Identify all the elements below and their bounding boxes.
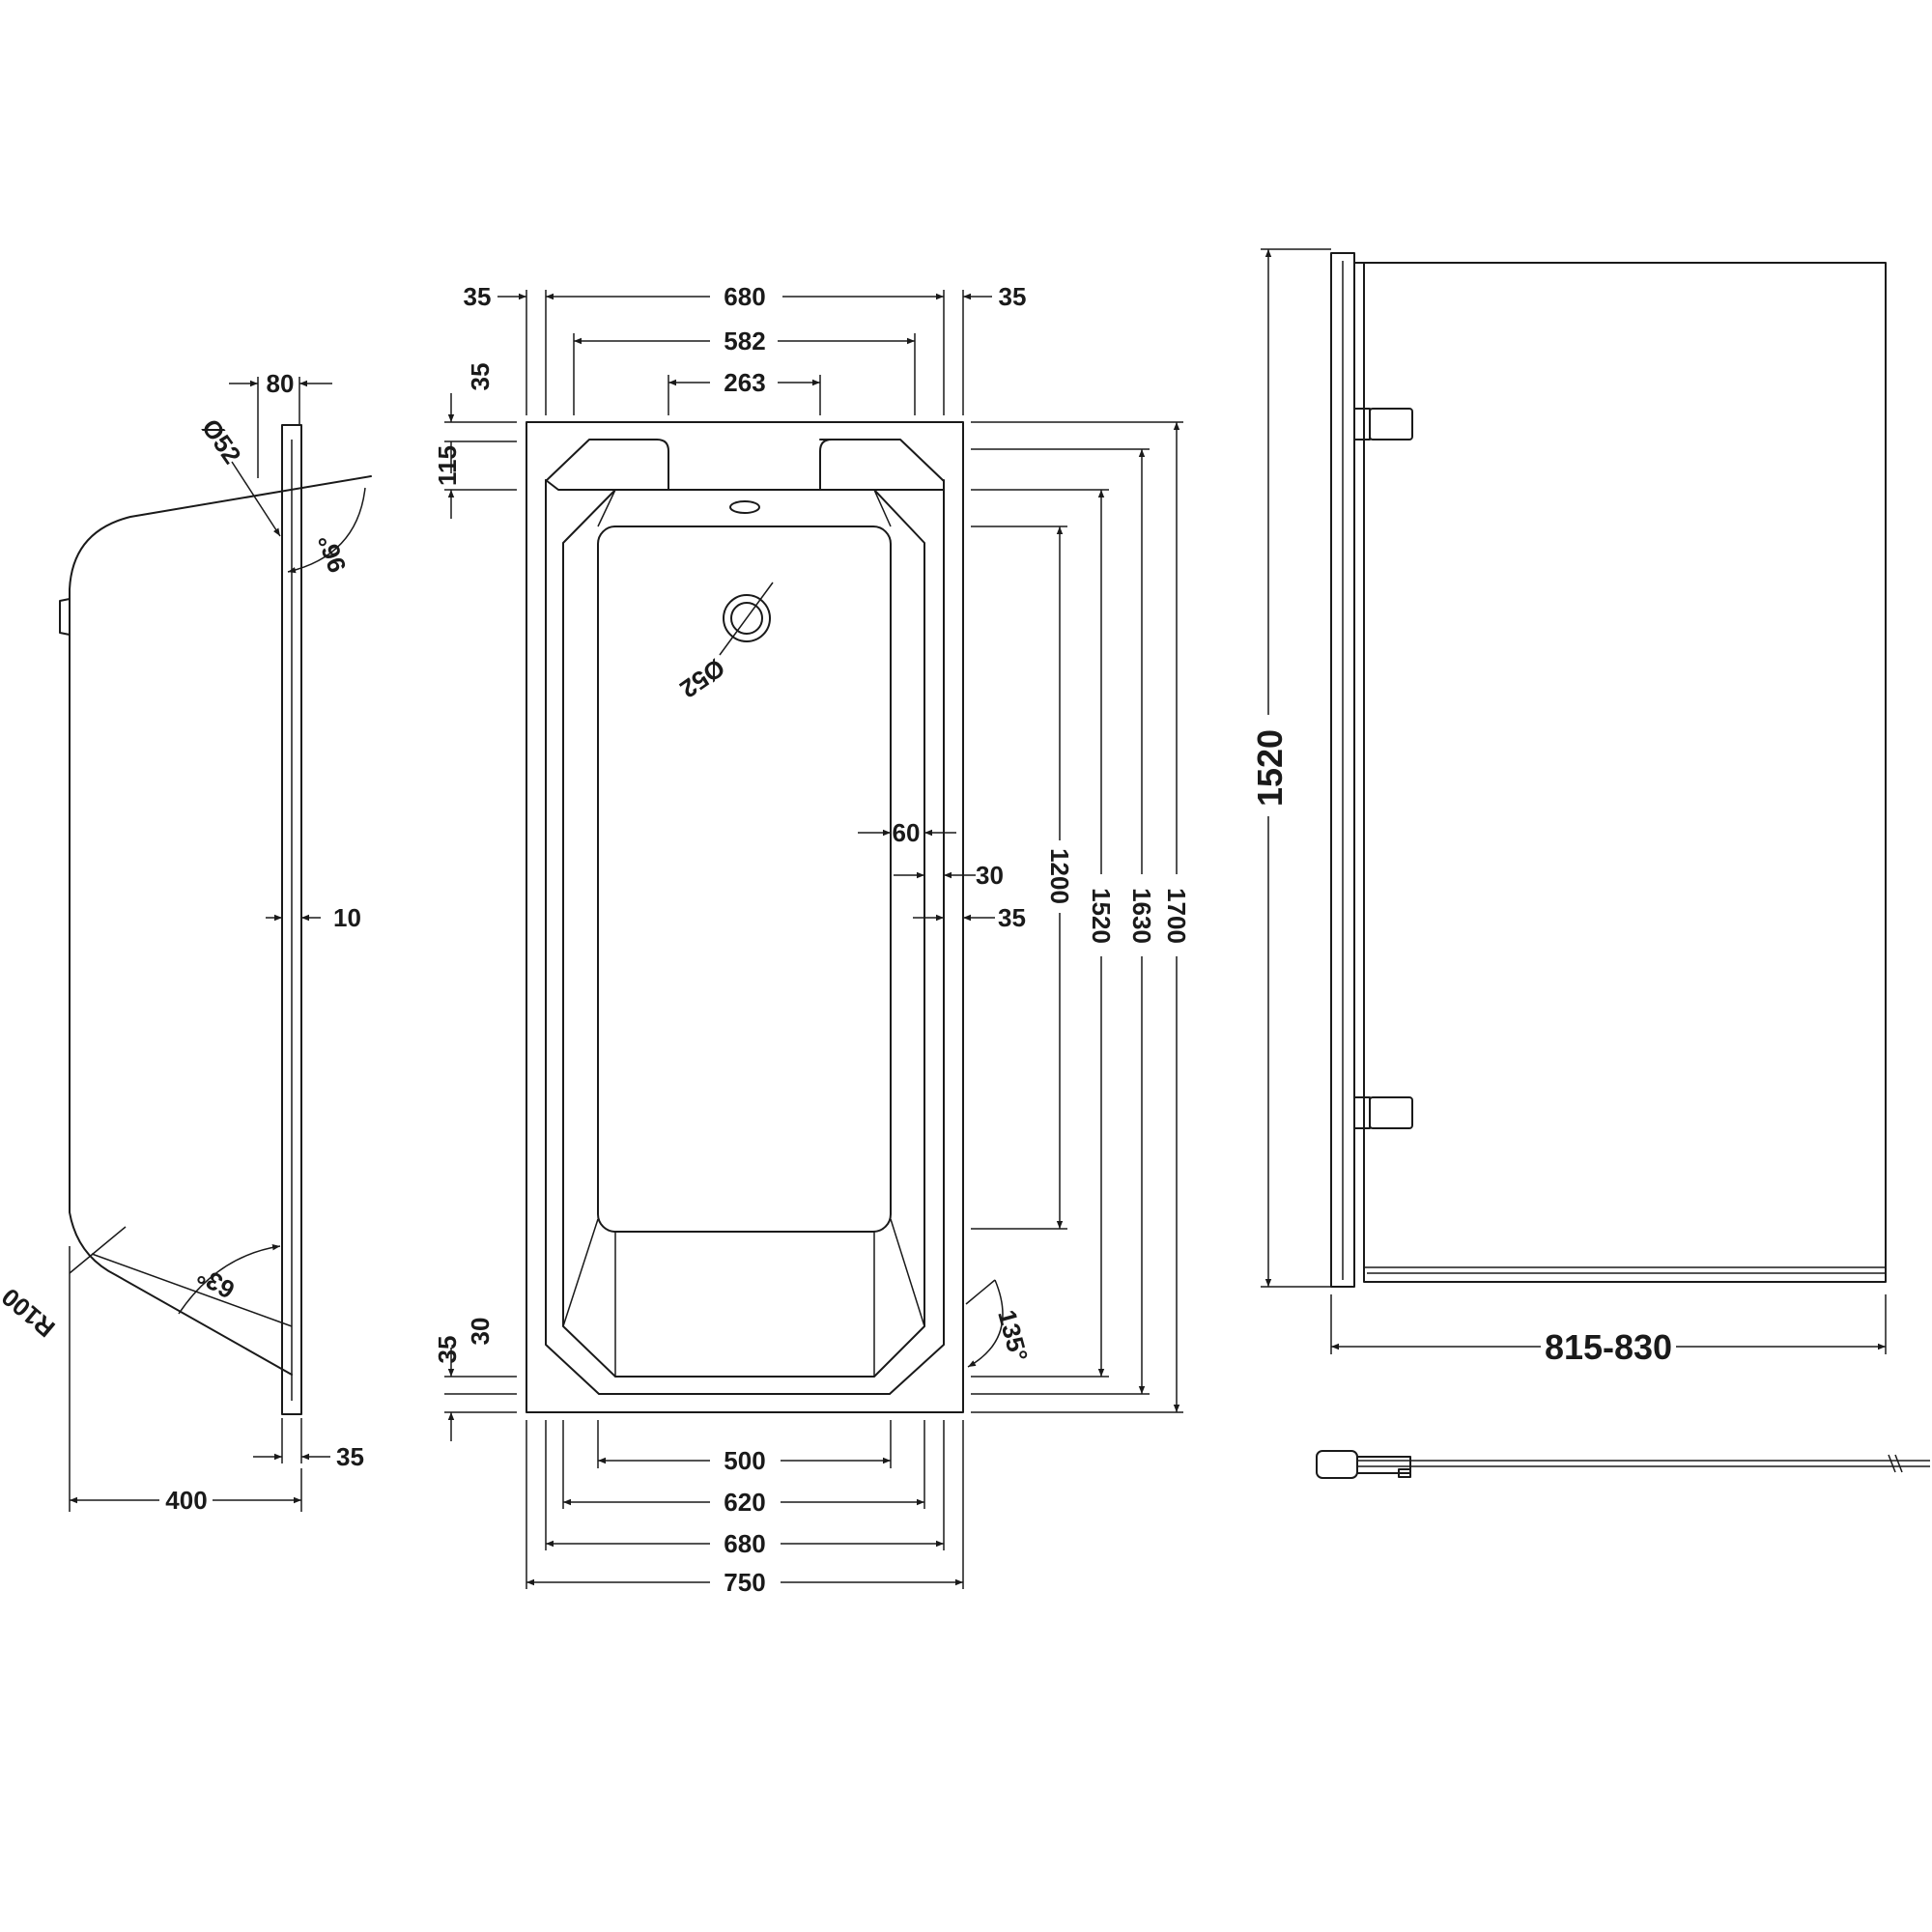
- dim-label-10: 10: [333, 903, 361, 932]
- dim-label-1520-top-view: 1520: [1087, 888, 1116, 944]
- top-view-corner-left: [545, 439, 669, 491]
- screen-view: 1520 815-830: [1250, 248, 1930, 1479]
- side-view-base-line: [91, 1253, 293, 1327]
- angle-leader-135: [965, 1279, 996, 1305]
- overflow-hole: [729, 500, 760, 514]
- dim-label-r100: R100: [0, 1282, 61, 1343]
- dim-label-500: 500: [724, 1446, 765, 1475]
- screen-hinge-top: [1353, 408, 1413, 440]
- leader-o52-top: [719, 582, 774, 656]
- angle-label-135: 135°: [992, 1307, 1034, 1365]
- dim-label-35-side: 35: [336, 1442, 364, 1471]
- waste-outlet-inner: [730, 602, 763, 635]
- dim-label-o52-top: Ø52: [674, 653, 729, 704]
- plan-hinge-pin: [1398, 1468, 1411, 1478]
- side-view-bath-outline: [69, 475, 372, 1376]
- hinge-body: [1369, 1096, 1413, 1129]
- dim-label-1630: 1630: [1127, 888, 1156, 944]
- side-view: 80 Ø52 96° 10 63° R100 35 400: [0, 369, 372, 1515]
- dim-label-680-top: 680: [724, 282, 765, 311]
- waste-outlet-outer: [723, 594, 771, 642]
- plan-wall-bracket: [1316, 1450, 1358, 1479]
- screen-plan-view: [1316, 1450, 1930, 1479]
- top-view-bath-floor: [597, 526, 892, 1233]
- dim-label-400: 400: [165, 1486, 207, 1515]
- hinge-plate: [1353, 1096, 1371, 1129]
- leader-o52: [231, 461, 281, 537]
- dim-label-30-bottom: 30: [466, 1318, 495, 1346]
- dim-label-1700: 1700: [1162, 888, 1191, 944]
- dim-label-750: 750: [724, 1568, 765, 1597]
- dim-label-582: 582: [724, 327, 765, 355]
- facet-line: [890, 1218, 925, 1327]
- dim-label-35-side: 35: [998, 903, 1026, 932]
- top-view-corner-right: [819, 439, 945, 491]
- dim-label-1200: 1200: [1045, 848, 1074, 904]
- top-view-rim-inner: [545, 479, 945, 1395]
- plan-break-mark: [1888, 1454, 1896, 1473]
- dim-label-35-left-vert: 35: [466, 363, 495, 391]
- top-view-outer-rim: [526, 421, 964, 1413]
- dim-label-60: 60: [893, 818, 921, 847]
- angle-arc-63: [178, 1244, 281, 1315]
- facet-line: [597, 489, 616, 527]
- angle-label-63: 63°: [192, 1261, 240, 1305]
- dim-label-680-bottom: 680: [724, 1529, 765, 1558]
- dim-label-815-830: 815-830: [1545, 1327, 1672, 1367]
- side-view-overflow-knob: [59, 598, 71, 636]
- leader-r100: [69, 1226, 127, 1274]
- facet-line: [873, 489, 892, 527]
- screen-wall-profile: [1330, 252, 1355, 1288]
- angle-arc-96: [287, 487, 366, 574]
- dim-label-80: 80: [267, 369, 295, 398]
- angle-arc-135: [967, 1279, 1004, 1368]
- plan-break-mark: [1894, 1454, 1903, 1473]
- dim-label-1520-screen: 1520: [1250, 729, 1290, 807]
- dim-label-263: 263: [724, 368, 765, 397]
- hinge-plate: [1353, 408, 1371, 440]
- dim-label-o52-side: Ø52: [196, 413, 247, 469]
- facet-line: [562, 1218, 599, 1327]
- plan-hinge: [1356, 1456, 1411, 1474]
- screen-glass-panel: [1353, 262, 1887, 1283]
- screen-hinge-bottom: [1353, 1096, 1413, 1129]
- dim-label-30-side: 30: [976, 861, 1004, 890]
- dim-label-620: 620: [724, 1488, 765, 1517]
- dim-label-35-bottom: 35: [433, 1336, 462, 1364]
- top-view: Ø52 35 680 35 582 263 35 115: [433, 282, 1191, 1597]
- dim-label-35-top-right: 35: [999, 282, 1027, 311]
- hinge-body: [1369, 408, 1413, 440]
- dim-label-35-top-left: 35: [464, 282, 492, 311]
- dim-label-115: 115: [433, 445, 462, 486]
